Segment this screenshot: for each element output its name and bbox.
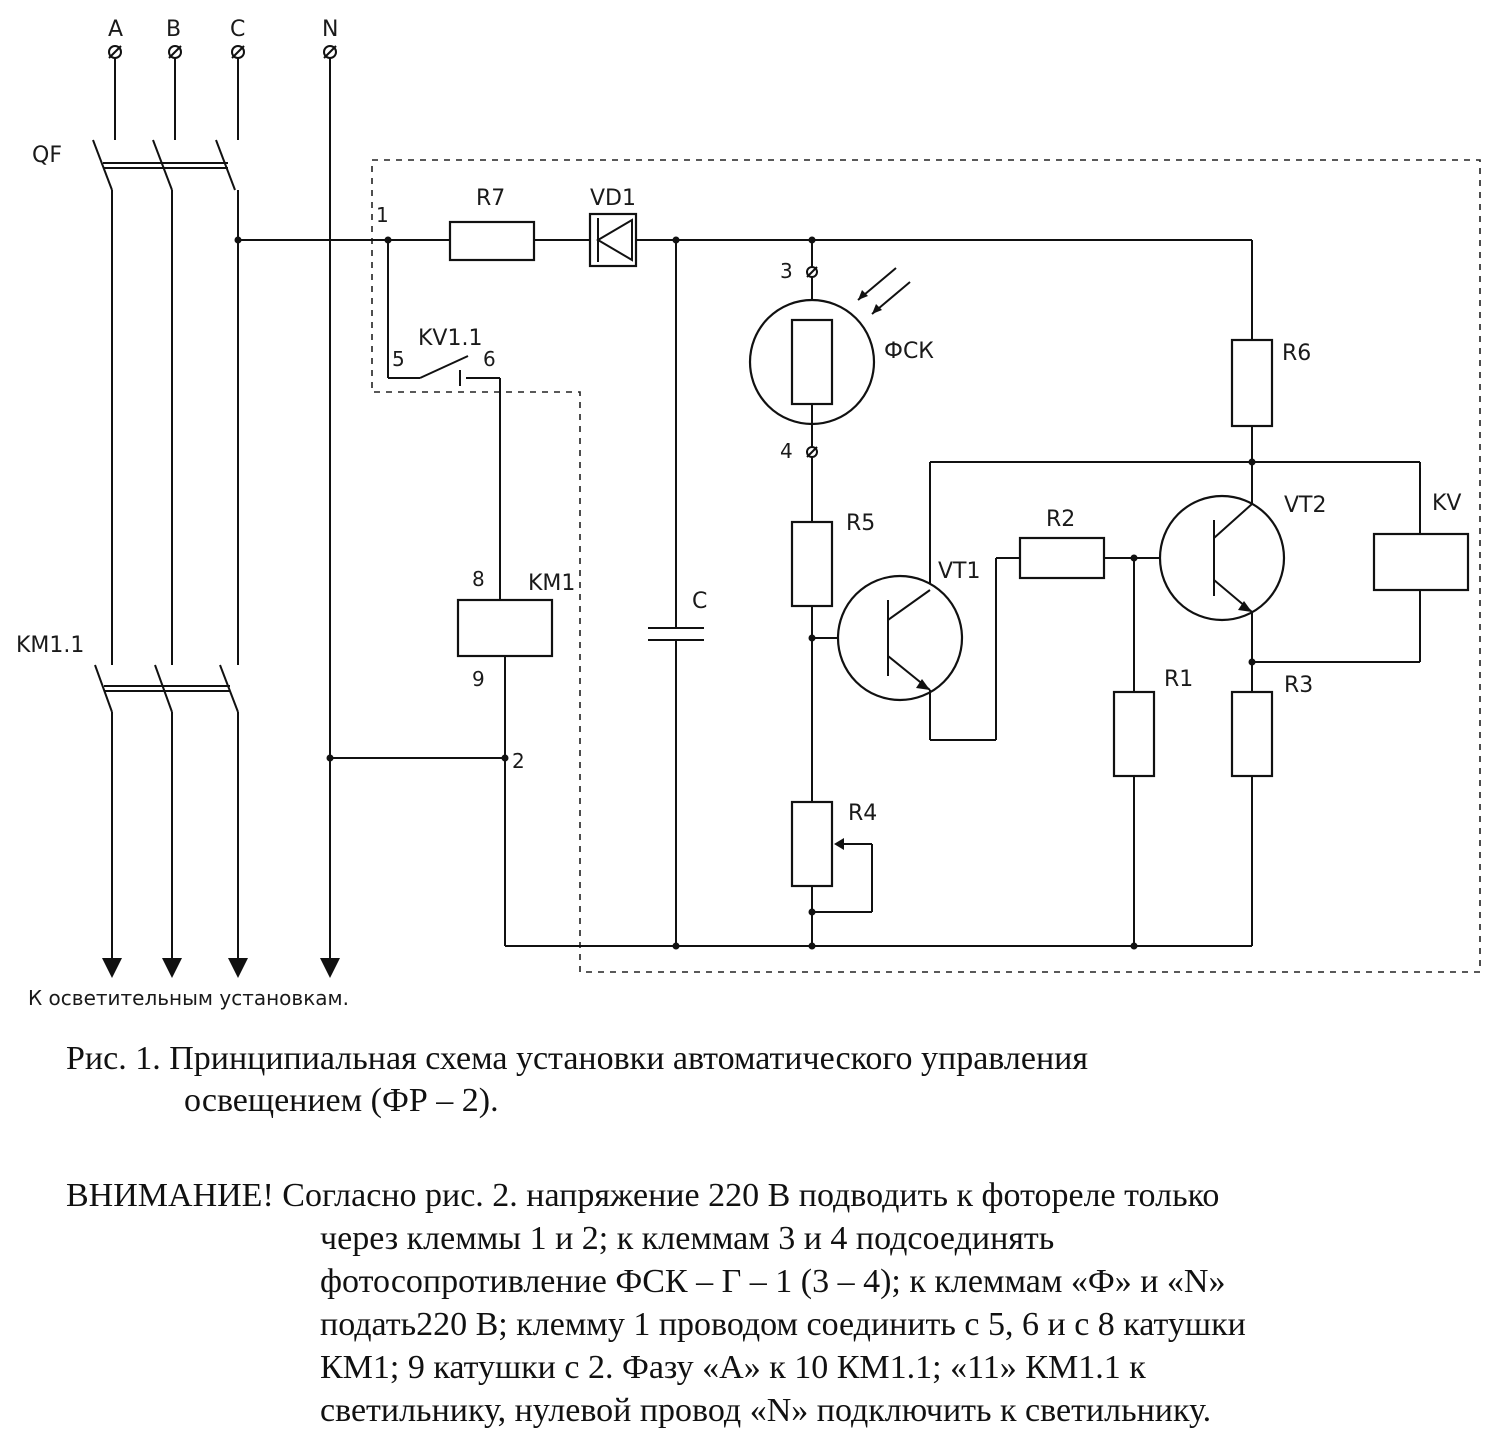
collector-bus: [929, 458, 1421, 590]
vt2-label: VT2: [1284, 493, 1327, 518]
warning-heading: ВНИМАНИЕ!: [66, 1177, 274, 1214]
capacitor-c: [648, 240, 704, 946]
kv-relay: [1372, 532, 1470, 592]
warning-note: ВНИМАНИЕ! Согласно рис. 2. напряжение 22…: [66, 1174, 1486, 1432]
top-wire: [234, 236, 1253, 340]
terminal-2: 2: [512, 749, 525, 773]
neutral-connection: [326, 754, 509, 762]
terminal-4: 4: [780, 439, 793, 463]
warning-line-5: КМ1; 9 катушки с 2. Фазу «А» к 10 КМ1.1;…: [320, 1349, 1146, 1386]
relay-enclosure: [371, 159, 1481, 973]
bus-n-label: N: [322, 17, 338, 42]
vt2-transistor: [1158, 462, 1420, 692]
bus-c-label: C: [230, 17, 245, 42]
vt1-transistor: [836, 557, 1020, 741]
schematic-diagram: A B C N QF KM1.1 К осв: [16, 17, 1481, 1010]
km1-label: KM1: [528, 571, 575, 596]
caption-line-1: Рис. 1. Принципиальная схема установки а…: [66, 1040, 1088, 1077]
bus-a-label: A: [108, 17, 123, 42]
contactor-label: KM1.1: [16, 633, 84, 658]
r1-resistor: [1112, 690, 1156, 778]
breaker-label: QF: [32, 143, 62, 168]
r4-potentiometer: [790, 800, 873, 946]
r5-label: R5: [846, 511, 875, 536]
photoresistor-label: ФСК: [884, 339, 934, 364]
terminal-1: 1: [376, 203, 389, 227]
r6-resistor: [1230, 338, 1274, 428]
warning-line-3: фотосопротивление ФСК – Г – 1 (3 – 4); к…: [320, 1263, 1226, 1300]
photoresistor-fsk: [748, 240, 911, 522]
vt1-label: VT1: [938, 559, 981, 584]
warning-line-4: подать220 В; клемму 1 проводом соединить…: [320, 1306, 1246, 1343]
r7-resistor: [448, 220, 536, 262]
capacitor-label: C: [692, 589, 707, 614]
breaker-qf: [92, 139, 239, 665]
bottom-wire: [505, 942, 1252, 950]
r6-label: R6: [1282, 341, 1311, 366]
r4-label: R4: [848, 801, 877, 826]
r3-resistor: [1230, 690, 1274, 778]
figure-caption: Рис. 1. Принципиальная схема установки а…: [66, 1038, 1466, 1122]
km1-coil: [456, 420, 554, 946]
r2-resistor: [1018, 536, 1106, 580]
terminal-6: 6: [483, 347, 496, 371]
terminal-5: 5: [392, 347, 405, 371]
kv11-label: KV1.1: [418, 326, 482, 351]
r1-label: R1: [1164, 667, 1193, 692]
vd1-label: VD1: [590, 186, 636, 211]
caption-line-2: освещением (ФР – 2).: [184, 1082, 499, 1119]
r2-label: R2: [1046, 507, 1075, 532]
r3-label: R3: [1284, 673, 1313, 698]
kv-label: KV: [1432, 491, 1461, 516]
vd1-diode: [588, 212, 638, 268]
bus-terminals: [108, 45, 337, 59]
warning-line-6: светильнику, нулевой провод «N» подключи…: [320, 1392, 1212, 1429]
warning-line-1: Согласно рис. 2. напряжение 220 В подвод…: [282, 1177, 1220, 1214]
phase-lines: [114, 58, 340, 978]
contactor-km11: [94, 664, 248, 978]
terminal-3: 3: [780, 259, 793, 283]
terminal-9: 9: [472, 667, 485, 691]
bottom-note: К осветительным установкам.: [28, 986, 349, 1010]
bus-b-label: B: [166, 17, 181, 42]
terminal-8: 8: [472, 567, 485, 591]
r5-resistor: [790, 520, 834, 608]
kv11-switch: [387, 240, 501, 420]
r7-label: R7: [476, 186, 505, 211]
warning-line-2: через клеммы 1 и 2; к клеммам 3 и 4 подс…: [320, 1220, 1055, 1257]
